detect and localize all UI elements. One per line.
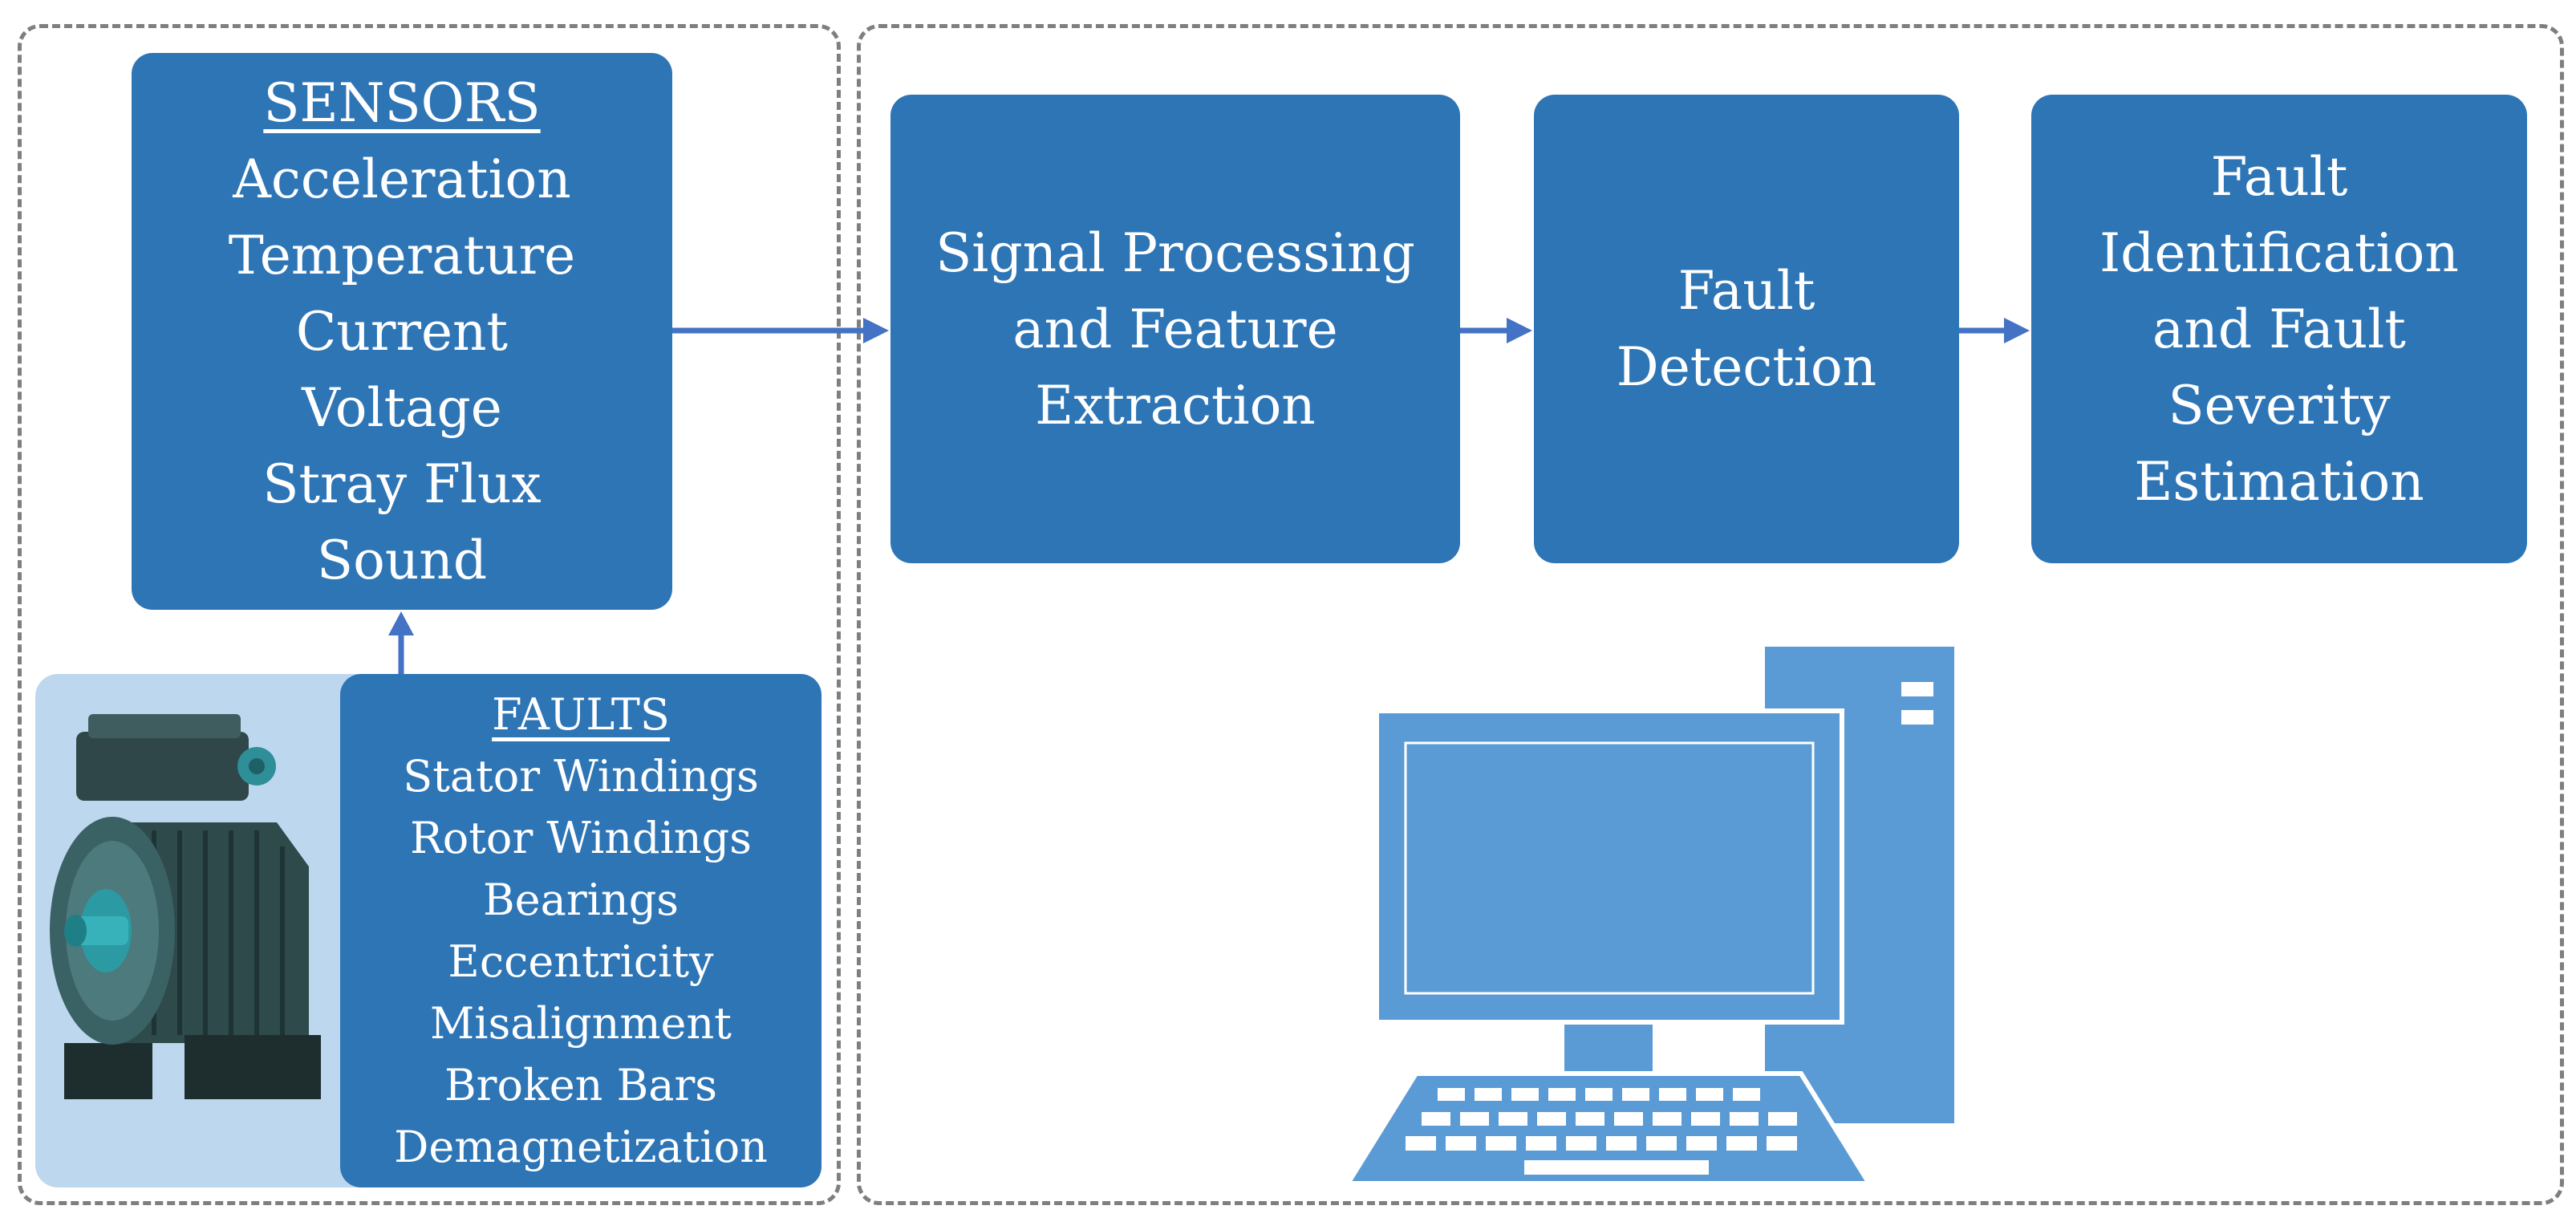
sensor-item: Temperature xyxy=(228,224,576,286)
fault-item: Eccentricity xyxy=(448,936,714,987)
sensor-item: Stray Flux xyxy=(262,453,542,515)
fault-item: Misalignment xyxy=(430,998,732,1049)
fault-identification-line: Identification xyxy=(2099,221,2459,284)
faults-heading: FAULTS xyxy=(492,689,670,740)
processing-group xyxy=(857,24,2564,1205)
fault-detection-line: Fault xyxy=(1677,260,1815,322)
fault-item: Rotor Windings xyxy=(410,813,752,863)
fault-item: Stator Windings xyxy=(403,751,759,802)
fault-item: Demagnetization xyxy=(394,1122,768,1172)
sensors-heading: SENSORS xyxy=(263,71,541,134)
sensor-item: Sound xyxy=(316,529,488,591)
fault-identification-line: Severity xyxy=(2168,374,2391,436)
fault-identification-line: Fault xyxy=(2210,145,2348,208)
fault-detection-box: Fault Detection xyxy=(1534,95,1959,563)
faults-box: FAULTS Stator Windings Rotor Windings Be… xyxy=(340,674,821,1187)
fault-identification-box: Fault Identification and Fault Severity … xyxy=(2031,95,2527,563)
sensors-box: SENSORS Acceleration Temperature Current… xyxy=(132,53,672,610)
fault-item: Bearings xyxy=(483,875,679,925)
fault-detection-line: Detection xyxy=(1616,336,1877,398)
fault-identification-line: and Fault xyxy=(2152,298,2406,360)
acquisition-group xyxy=(18,24,841,1205)
signal-processing-line: and Feature xyxy=(1012,298,1338,360)
sensor-item: Voltage xyxy=(302,376,502,439)
signal-processing-line: Signal Processing xyxy=(935,221,1415,284)
sensor-item: Current xyxy=(295,300,509,363)
fault-identification-line: Estimation xyxy=(2134,450,2424,513)
fault-item: Broken Bars xyxy=(444,1060,718,1110)
signal-processing-line: Extraction xyxy=(1035,374,1316,436)
sensor-item: Acceleration xyxy=(233,148,571,210)
signal-processing-box: Signal Processing and Feature Extraction xyxy=(890,95,1460,563)
